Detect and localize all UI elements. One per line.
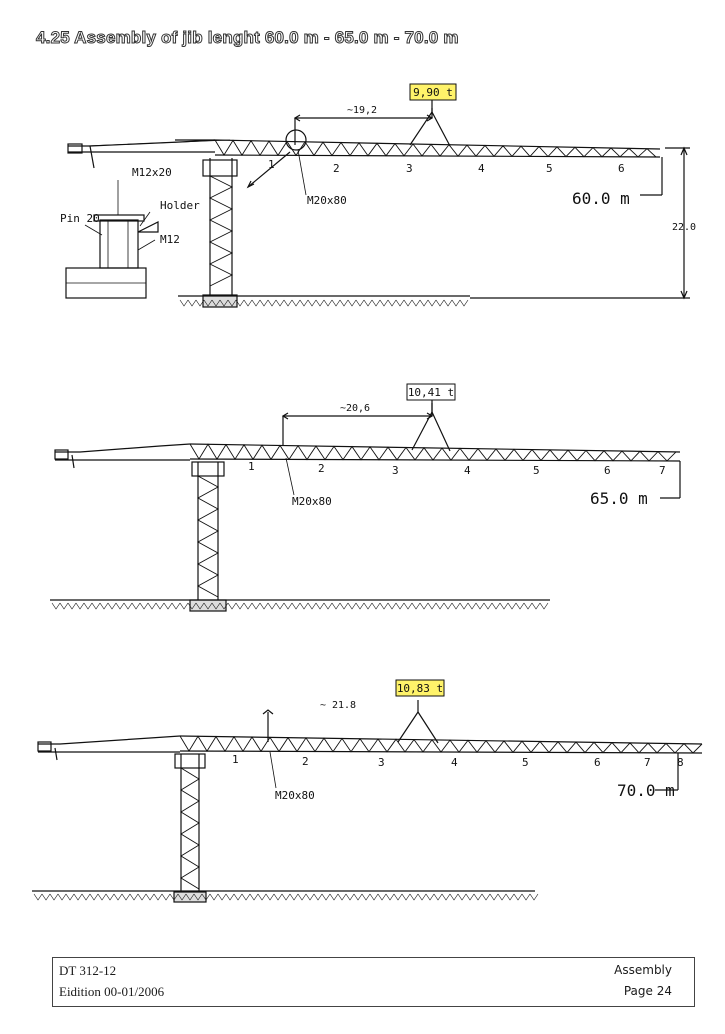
section-label: Assembly [614, 963, 672, 977]
section-number: 4 [478, 162, 485, 175]
load-box [406, 383, 456, 401]
jib-length-label: 60.0 m [572, 189, 630, 208]
distance-label: ~20,6 [340, 403, 370, 414]
ground-hatch [33, 893, 539, 901]
tower-truss [197, 475, 219, 598]
height-label: 22.0 [672, 222, 696, 233]
section-number: 2 [302, 755, 309, 768]
edition-label: Eidition 00-01/2006 [59, 984, 165, 999]
load-box [409, 83, 457, 101]
section-number: 5 [533, 464, 540, 477]
tower-truss [180, 767, 200, 890]
section-number: 8 [677, 756, 684, 769]
section-number: 6 [618, 162, 625, 175]
section-number: 4 [451, 756, 458, 769]
section-number: 2 [318, 462, 325, 475]
page-title: 4.25 Assembly of jib lenght 60.0 m - 65.… [36, 28, 459, 48]
pin-label: Pin 20 [60, 212, 100, 225]
load-label: 9,90 t [413, 86, 453, 99]
section-number: 7 [659, 464, 666, 477]
section-number: 2 [333, 162, 340, 175]
diagram-65m [50, 400, 681, 612]
section-number: 6 [594, 756, 601, 769]
section-number: 6 [604, 464, 611, 477]
load-box [395, 679, 445, 697]
holder-label: Holder [160, 199, 200, 212]
m12x20-label: M12x20 [132, 166, 172, 179]
tower-truss [208, 175, 234, 287]
ground-hatch [51, 602, 549, 610]
document-id: DT 312-12 [59, 963, 117, 978]
page-number: Page 24 [623, 984, 672, 998]
distance-label: ~19,2 [347, 105, 377, 116]
jib-length-label: 65.0 m [590, 489, 648, 508]
diagram-60m [65, 98, 690, 308]
bolt-label: M20x80 [292, 495, 332, 508]
section-number: 3 [392, 464, 399, 477]
section-number: 3 [406, 162, 413, 175]
bolt-label: M20x80 [307, 194, 347, 207]
section-number: 1 [248, 460, 255, 473]
load-label: 10,41 t [408, 386, 454, 399]
footer-box: DT 312-12 Eidition 00-01/2006 Assembly P… [52, 957, 695, 1007]
m12-label: M12 [160, 233, 180, 246]
jib-truss [179, 735, 703, 754]
jib-length-label: 70.0 m [617, 781, 675, 800]
load-label: 10,83 t [397, 682, 443, 695]
jib-truss [214, 139, 657, 158]
section-number: 7 [644, 756, 651, 769]
ground-hatch [179, 299, 469, 307]
section-number: 1 [268, 158, 275, 171]
distance-label: ~ 21.8 [320, 700, 356, 711]
section-number: 5 [546, 162, 553, 175]
diagram-70m [32, 700, 703, 903]
section-number: 1 [232, 753, 239, 766]
bolt-label: M20x80 [275, 789, 315, 802]
section-number: 5 [522, 756, 529, 769]
section-number: 3 [378, 756, 385, 769]
jib-truss [189, 443, 677, 462]
section-number: 4 [464, 464, 471, 477]
